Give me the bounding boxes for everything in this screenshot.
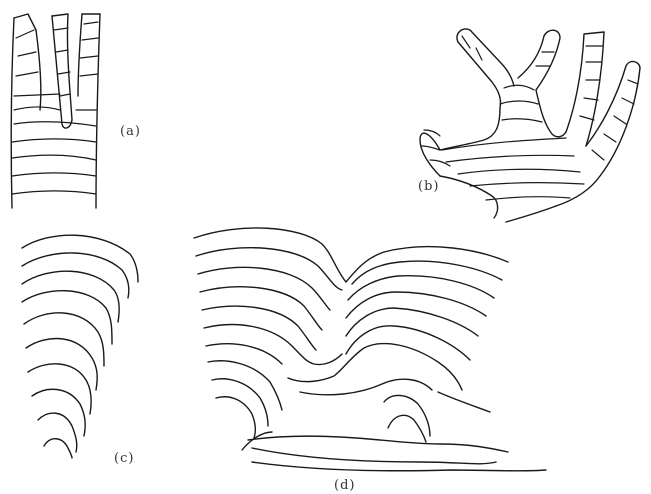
- panel-d-drawing: [194, 228, 546, 471]
- panel-b-outline: [457, 29, 514, 86]
- panel-d-wave: [194, 228, 508, 282]
- panel-a-label: (a): [120, 124, 141, 139]
- panel-c-label: (c): [114, 451, 134, 466]
- panel-a-outline: [11, 18, 14, 208]
- panel-d-label: (d): [334, 478, 355, 493]
- panel-b-label: (b): [418, 179, 439, 194]
- panel-a-drawing: [11, 14, 100, 208]
- panel-c-drawing: [22, 235, 138, 458]
- panel-b-drawing: [420, 29, 640, 222]
